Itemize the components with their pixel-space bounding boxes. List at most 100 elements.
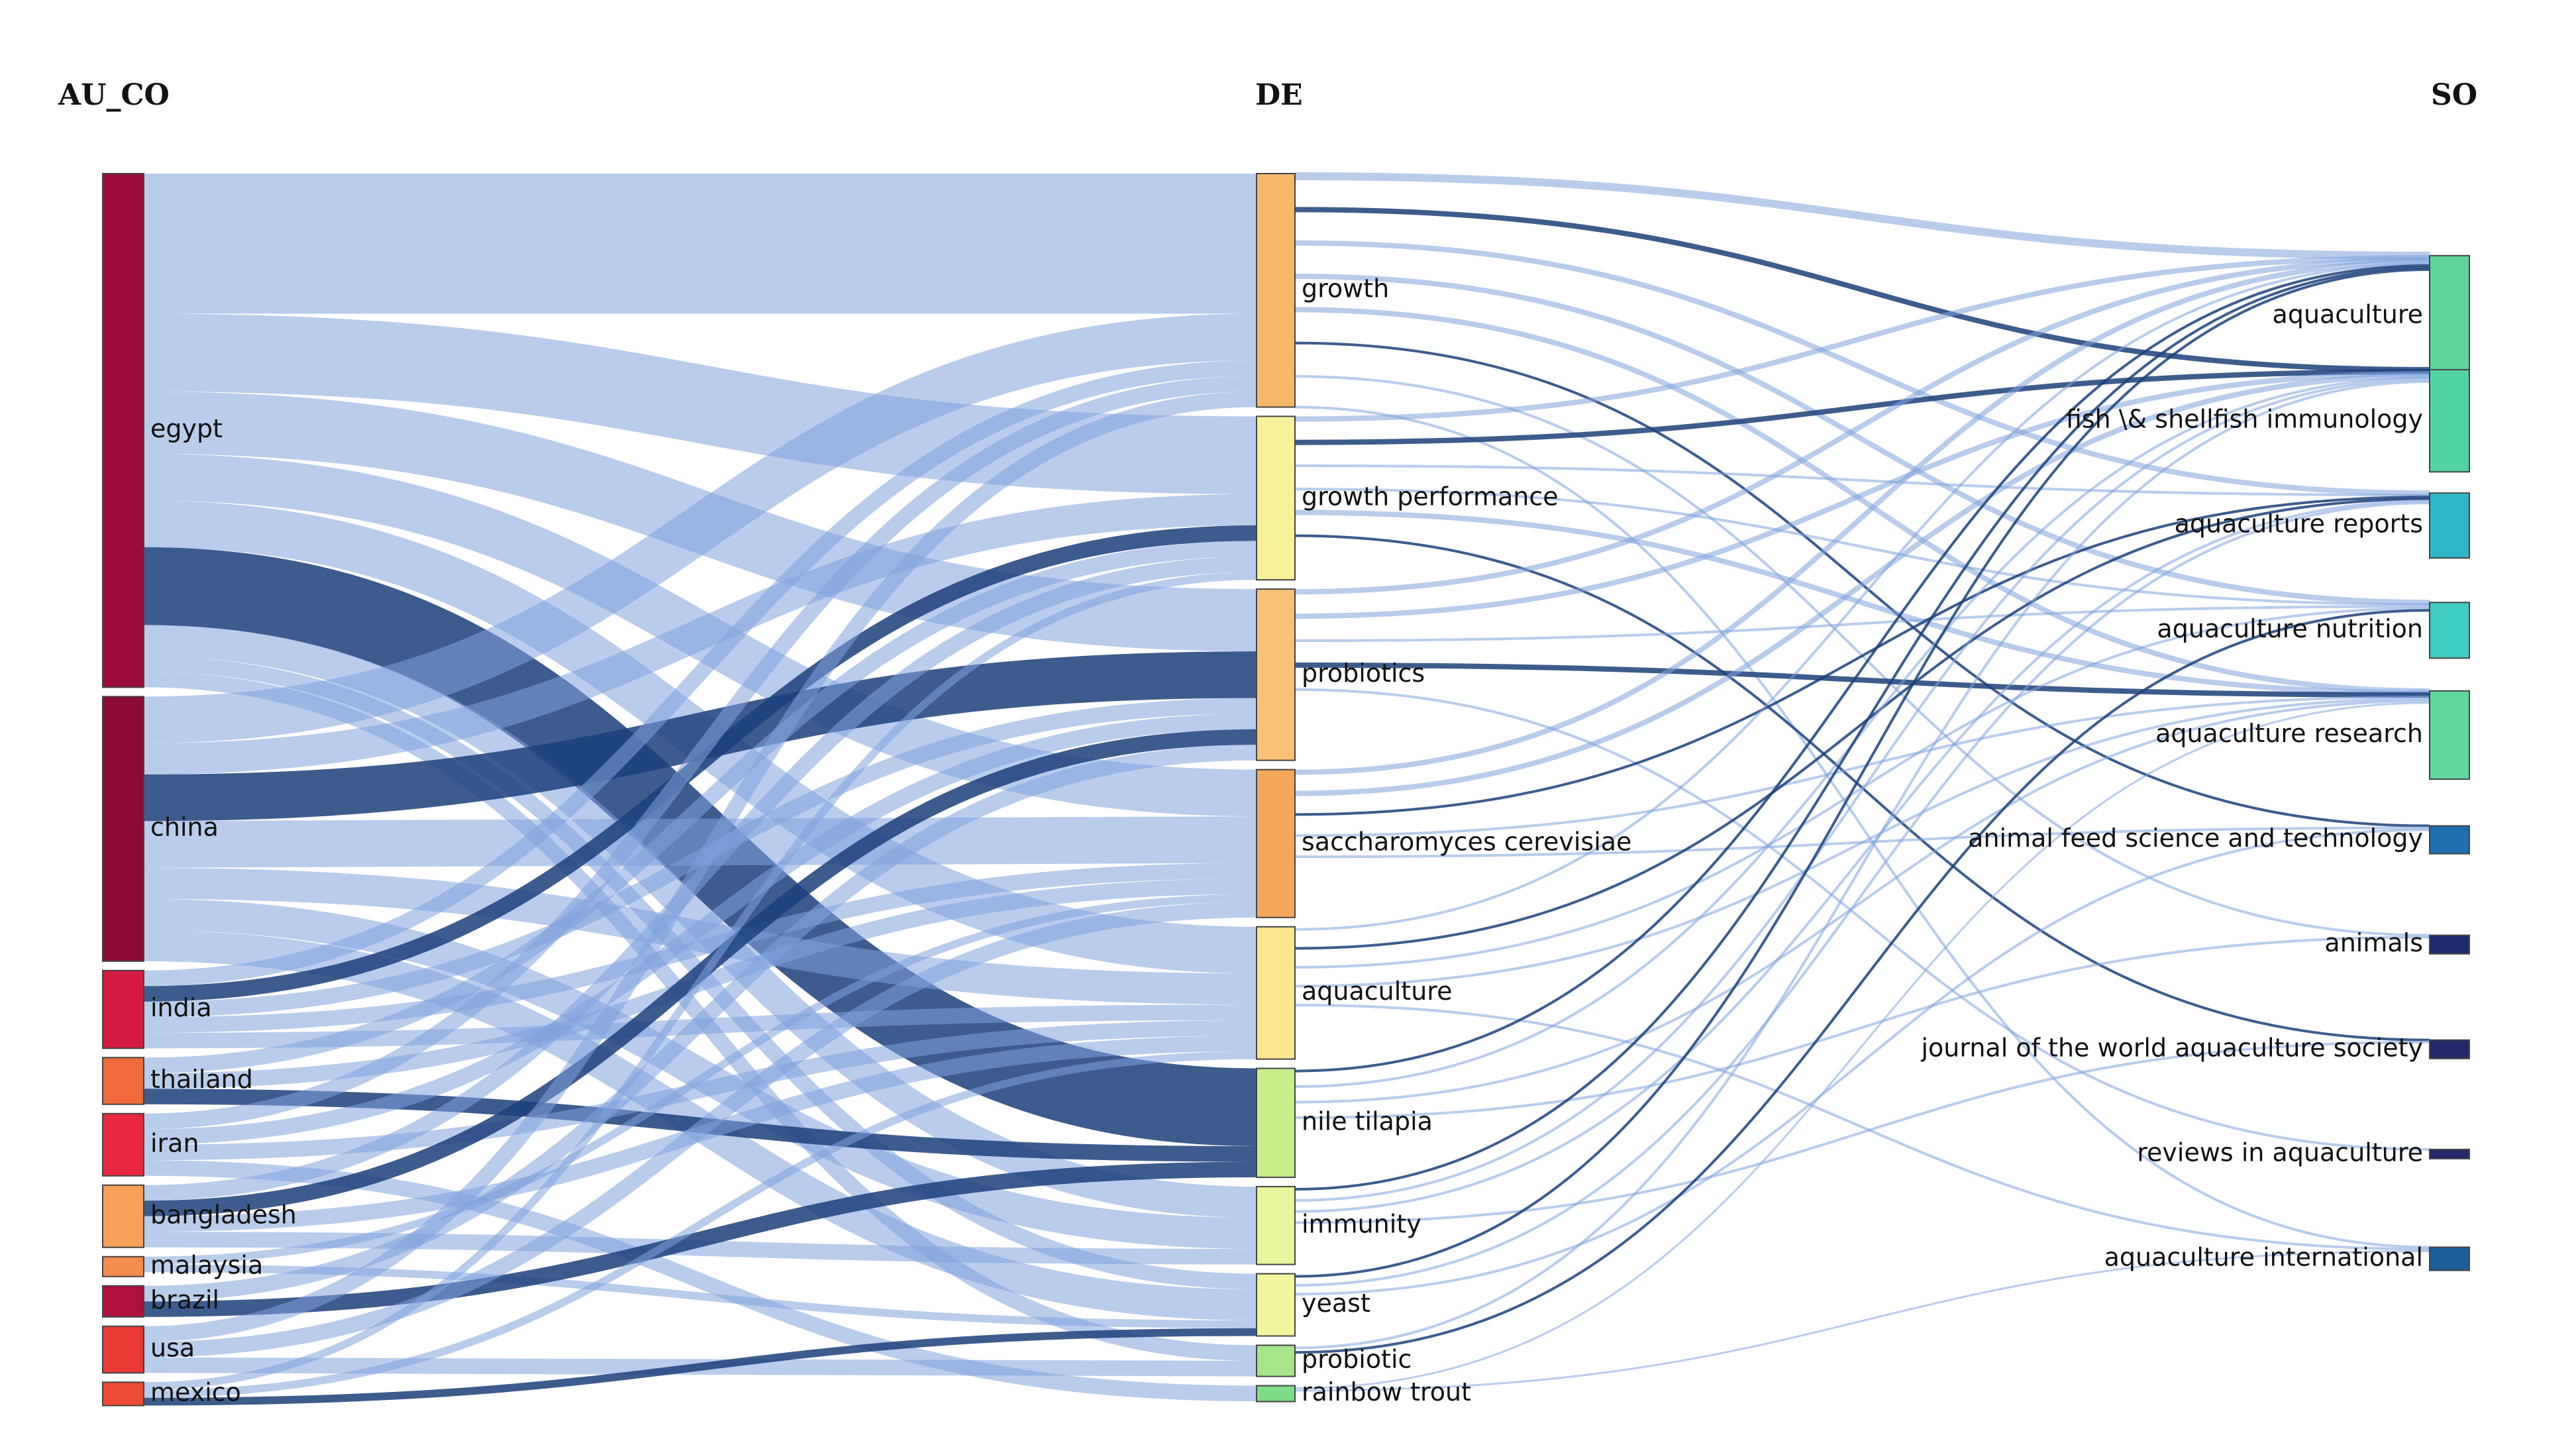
link-right-2 [1294,240,2430,496]
link-left-24 [143,376,1257,1130]
link-right-18 [1294,688,2430,1151]
link-right-37 [1294,268,2430,1278]
link-left-16 [143,360,1257,987]
link-left-36 [143,391,1257,1342]
link-right-7 [1294,405,2430,1249]
link-right-9 [1294,369,2430,445]
middle-node-label: rainbow trout [1302,1377,1471,1407]
link-left-11 [143,651,1257,822]
left-node-label: india [150,993,212,1022]
left-node-label: thailand [150,1065,253,1094]
left-node-2[interactable] [102,969,144,1049]
link-right-30 [1294,376,2430,1089]
link-right-34 [1294,378,2430,1202]
right-node-label: aquaculture [2273,300,2423,329]
link-right-16 [1294,605,2430,643]
right-node-label: aquaculture research [2155,719,2423,748]
link-right-38 [1294,502,2430,1287]
left-node-9[interactable] [102,1381,144,1407]
right-node-label: animal feed science and technology [1968,824,2423,853]
link-left-34 [143,745,1257,1302]
link-right-3 [1294,274,2430,606]
link-right-21 [1294,496,2430,816]
column-title-right: SO [2431,78,2477,112]
link-right-43 [1294,1250,2430,1392]
link-left-37 [143,902,1257,1358]
middle-node-2[interactable] [1256,588,1296,761]
link-left-29 [143,729,1257,1216]
link-right-24 [1294,262,2430,931]
labels-layer: egyptchinaindiathailandiranbangladeshmal… [150,274,2423,1407]
left-node-label: bangladesh [150,1200,297,1229]
link-right-25 [1294,498,2430,950]
right-node-0[interactable] [2429,254,2470,378]
link-right-42 [1294,702,2430,1389]
link-right-4 [1294,307,2430,694]
middle-node-label: aquaculture [1302,977,1452,1006]
left-node-8[interactable] [102,1325,144,1374]
right-node-3[interactable] [2429,602,2470,659]
right-node-2[interactable] [2429,492,2470,559]
link-left-19 [143,863,1257,1033]
middle-node-3[interactable] [1256,769,1296,918]
link-left-35 [143,1161,1257,1317]
link-right-11 [1294,488,2430,606]
middle-node-label: probiotic [1302,1345,1412,1374]
link-left-25 [143,714,1257,1145]
left-node-label: china [150,813,219,842]
right-node-4[interactable] [2429,690,2470,780]
link-left-21 [143,541,1257,1073]
link-right-40 [1294,380,2430,1350]
middle-node-5[interactable] [1256,1067,1296,1179]
right-node-label: aquaculture nutrition [2157,614,2423,643]
link-right-8 [1294,254,2430,422]
left-node-3[interactable] [102,1057,144,1105]
middle-node-8[interactable] [1256,1344,1296,1377]
right-node-6[interactable] [2429,934,2470,955]
middle-node-label: growth [1302,274,1389,303]
link-right-0 [1294,172,2430,260]
left-node-6[interactable] [102,1255,144,1277]
right-node-label: reviews in aquaculture [2137,1138,2423,1167]
link-left-41 [143,1328,1257,1406]
left-node-5[interactable] [102,1184,144,1248]
nodes-layer [102,173,2470,1407]
left-node-7[interactable] [102,1285,144,1318]
middle-node-label: probiotics [1302,659,1425,688]
link-left-10 [143,494,1257,774]
right-node-label: fish \& shellfish immunology [2066,405,2423,434]
link-left-9 [143,313,1257,743]
right-node-8[interactable] [2429,1148,2470,1159]
link-right-15 [1294,371,2430,619]
middle-node-6[interactable] [1256,1186,1296,1265]
right-node-5[interactable] [2429,825,2470,855]
middle-node-1[interactable] [1256,415,1296,581]
link-right-12 [1294,509,2430,696]
right-node-label: animals [2324,928,2423,957]
right-node-label: aquaculture international [2104,1243,2423,1272]
middle-node-7[interactable] [1256,1273,1296,1337]
left-node-4[interactable] [102,1112,144,1177]
link-right-32 [1294,935,2430,1120]
column-title-middle: DE [1255,78,1303,112]
link-right-14 [1294,256,2430,595]
link-right-27 [1294,697,2430,988]
left-node-1[interactable] [102,696,144,962]
link-right-39 [1294,828,2430,1296]
middle-node-9[interactable] [1256,1385,1296,1403]
link-left-26 [143,1020,1257,1161]
right-node-1[interactable] [2429,369,2470,473]
left-node-0[interactable] [102,173,144,688]
link-right-41 [1294,609,2430,1354]
right-node-9[interactable] [2429,1246,2470,1271]
middle-node-label: saccharomyces cerevisiae [1302,827,1631,857]
middle-node-4[interactable] [1256,926,1296,1060]
link-right-35 [1294,500,2430,1213]
right-node-7[interactable] [2429,1039,2470,1059]
link-right-17 [1294,662,2430,698]
middle-node-0[interactable] [1256,173,1296,408]
column-title-left: AU_CO [58,78,170,112]
middle-node-label: yeast [1302,1289,1370,1318]
